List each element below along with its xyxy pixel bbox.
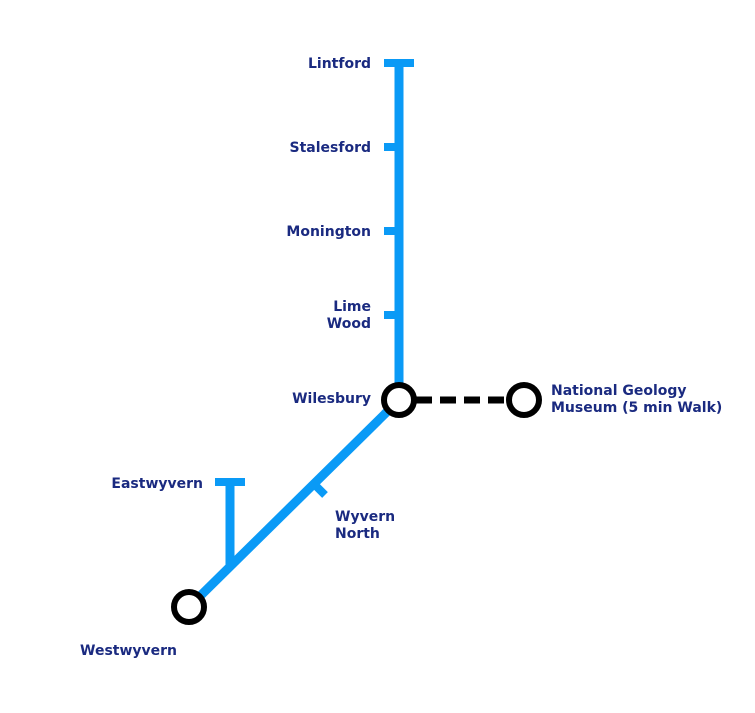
label-monington: Monington [286, 224, 371, 240]
label-lime-wood-line2: Wood [327, 316, 371, 332]
label-stalesford: Stalesford [290, 140, 371, 156]
label-wilesbury: Wilesbury [292, 391, 371, 407]
label-wyvern-north-line2: North [335, 526, 380, 542]
interchange-national-geology-museum[interactable] [506, 382, 542, 418]
label-national-geology-line1: National Geology [551, 383, 687, 399]
label-lintford: Lintford [308, 56, 371, 72]
label-lime-wood-line1: Lime [333, 299, 371, 315]
tick-wyvern-north [311, 481, 328, 498]
label-eastwyvern: Eastwyvern [111, 476, 203, 492]
label-westwyvern: Westwyvern [80, 643, 177, 659]
label-national-geology-line2: Museum (5 min Walk) [551, 400, 722, 416]
line-wilesbury-westwyvern [185, 396, 403, 611]
interchange-westwyvern[interactable] [171, 589, 207, 625]
label-wyvern-north-line1: Wyvern [335, 509, 395, 525]
interchange-wilesbury[interactable] [381, 382, 417, 418]
